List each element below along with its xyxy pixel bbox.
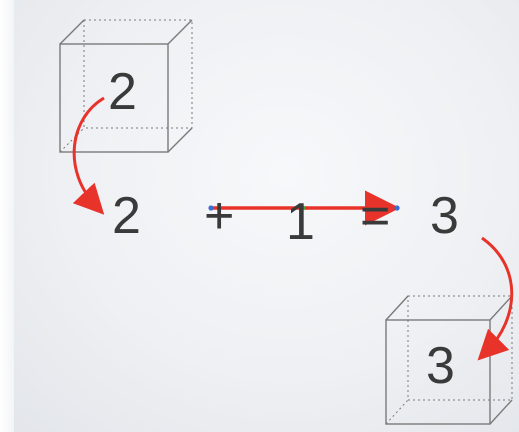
output-cube: [385, 295, 513, 425]
equation-result: 3: [430, 187, 459, 245]
input-cube: [59, 19, 193, 153]
operation-arrow-midpoint-handle[interactable]: [301, 206, 305, 210]
left-edge-strip: [0, 0, 14, 432]
equation-term-a: 2: [112, 187, 141, 245]
equation-term-b: 1: [286, 193, 315, 251]
equation-equals: =: [360, 187, 391, 245]
curved-arrow-in: [72, 96, 105, 215]
curved-arrow-out: [477, 236, 514, 361]
input-cube-value: 2: [108, 63, 137, 121]
output-cube-value: 3: [426, 337, 455, 395]
equation-plus: +: [204, 187, 235, 245]
operation-arrow-end-handle[interactable]: [394, 205, 400, 211]
operation-arrow-start-handle[interactable]: [208, 205, 214, 211]
